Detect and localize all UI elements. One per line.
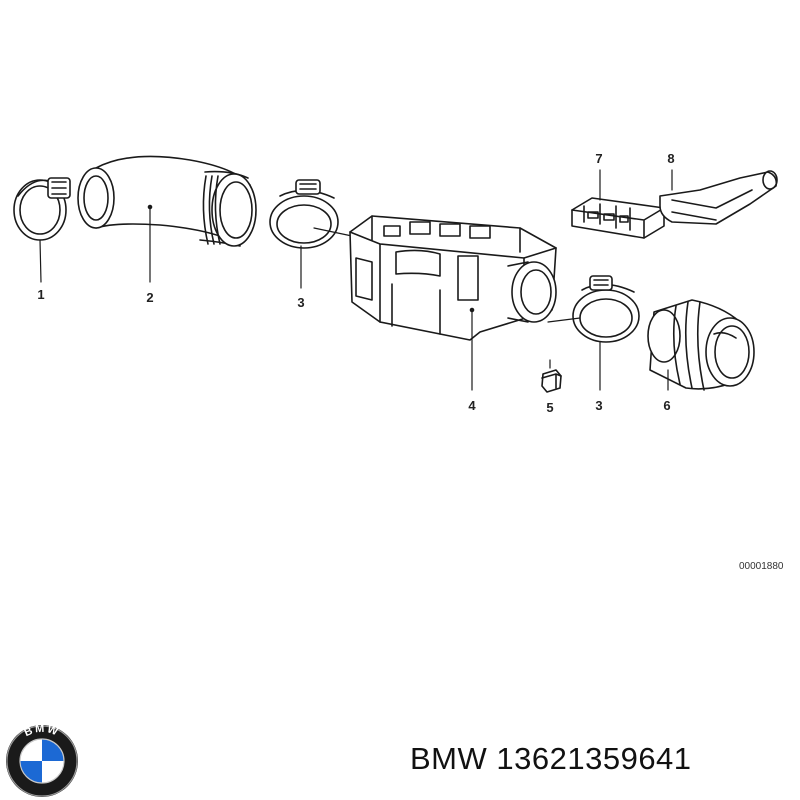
callout-4: 4 — [468, 398, 476, 413]
callout-1: 1 — [37, 287, 45, 302]
air-flow-meter-part-4 — [349, 215, 557, 391]
svg-text:BMW: BMW — [22, 723, 61, 739]
part-caption: BMW 13621359641 — [410, 741, 692, 777]
diagram-reference-code: 00001880 — [739, 561, 784, 572]
callout-3-right: 3 — [595, 398, 603, 413]
callout-6: 6 — [663, 398, 671, 413]
hose-clamp-part-1 — [13, 177, 71, 283]
caption-brand: BMW — [410, 741, 488, 776]
callout-8: 8 — [667, 151, 675, 166]
bmw-roundel-logo: BMW — [6, 723, 78, 797]
intake-hose-part-2 — [77, 155, 257, 283]
connector-plug-part-7 — [571, 169, 665, 239]
callout-5: 5 — [546, 400, 554, 415]
caption-part-number: 13621359641 — [496, 741, 692, 776]
callout-3-left: 3 — [297, 295, 305, 310]
rubber-boot-part-6 — [647, 299, 755, 391]
callout-7: 7 — [595, 151, 603, 166]
hose-clamp-part-3-left — [269, 179, 353, 289]
protective-sleeve-part-8 — [659, 169, 778, 225]
callout-2: 2 — [146, 290, 154, 305]
hose-clamp-part-3-right — [547, 275, 640, 391]
nut-part-5 — [541, 359, 562, 393]
